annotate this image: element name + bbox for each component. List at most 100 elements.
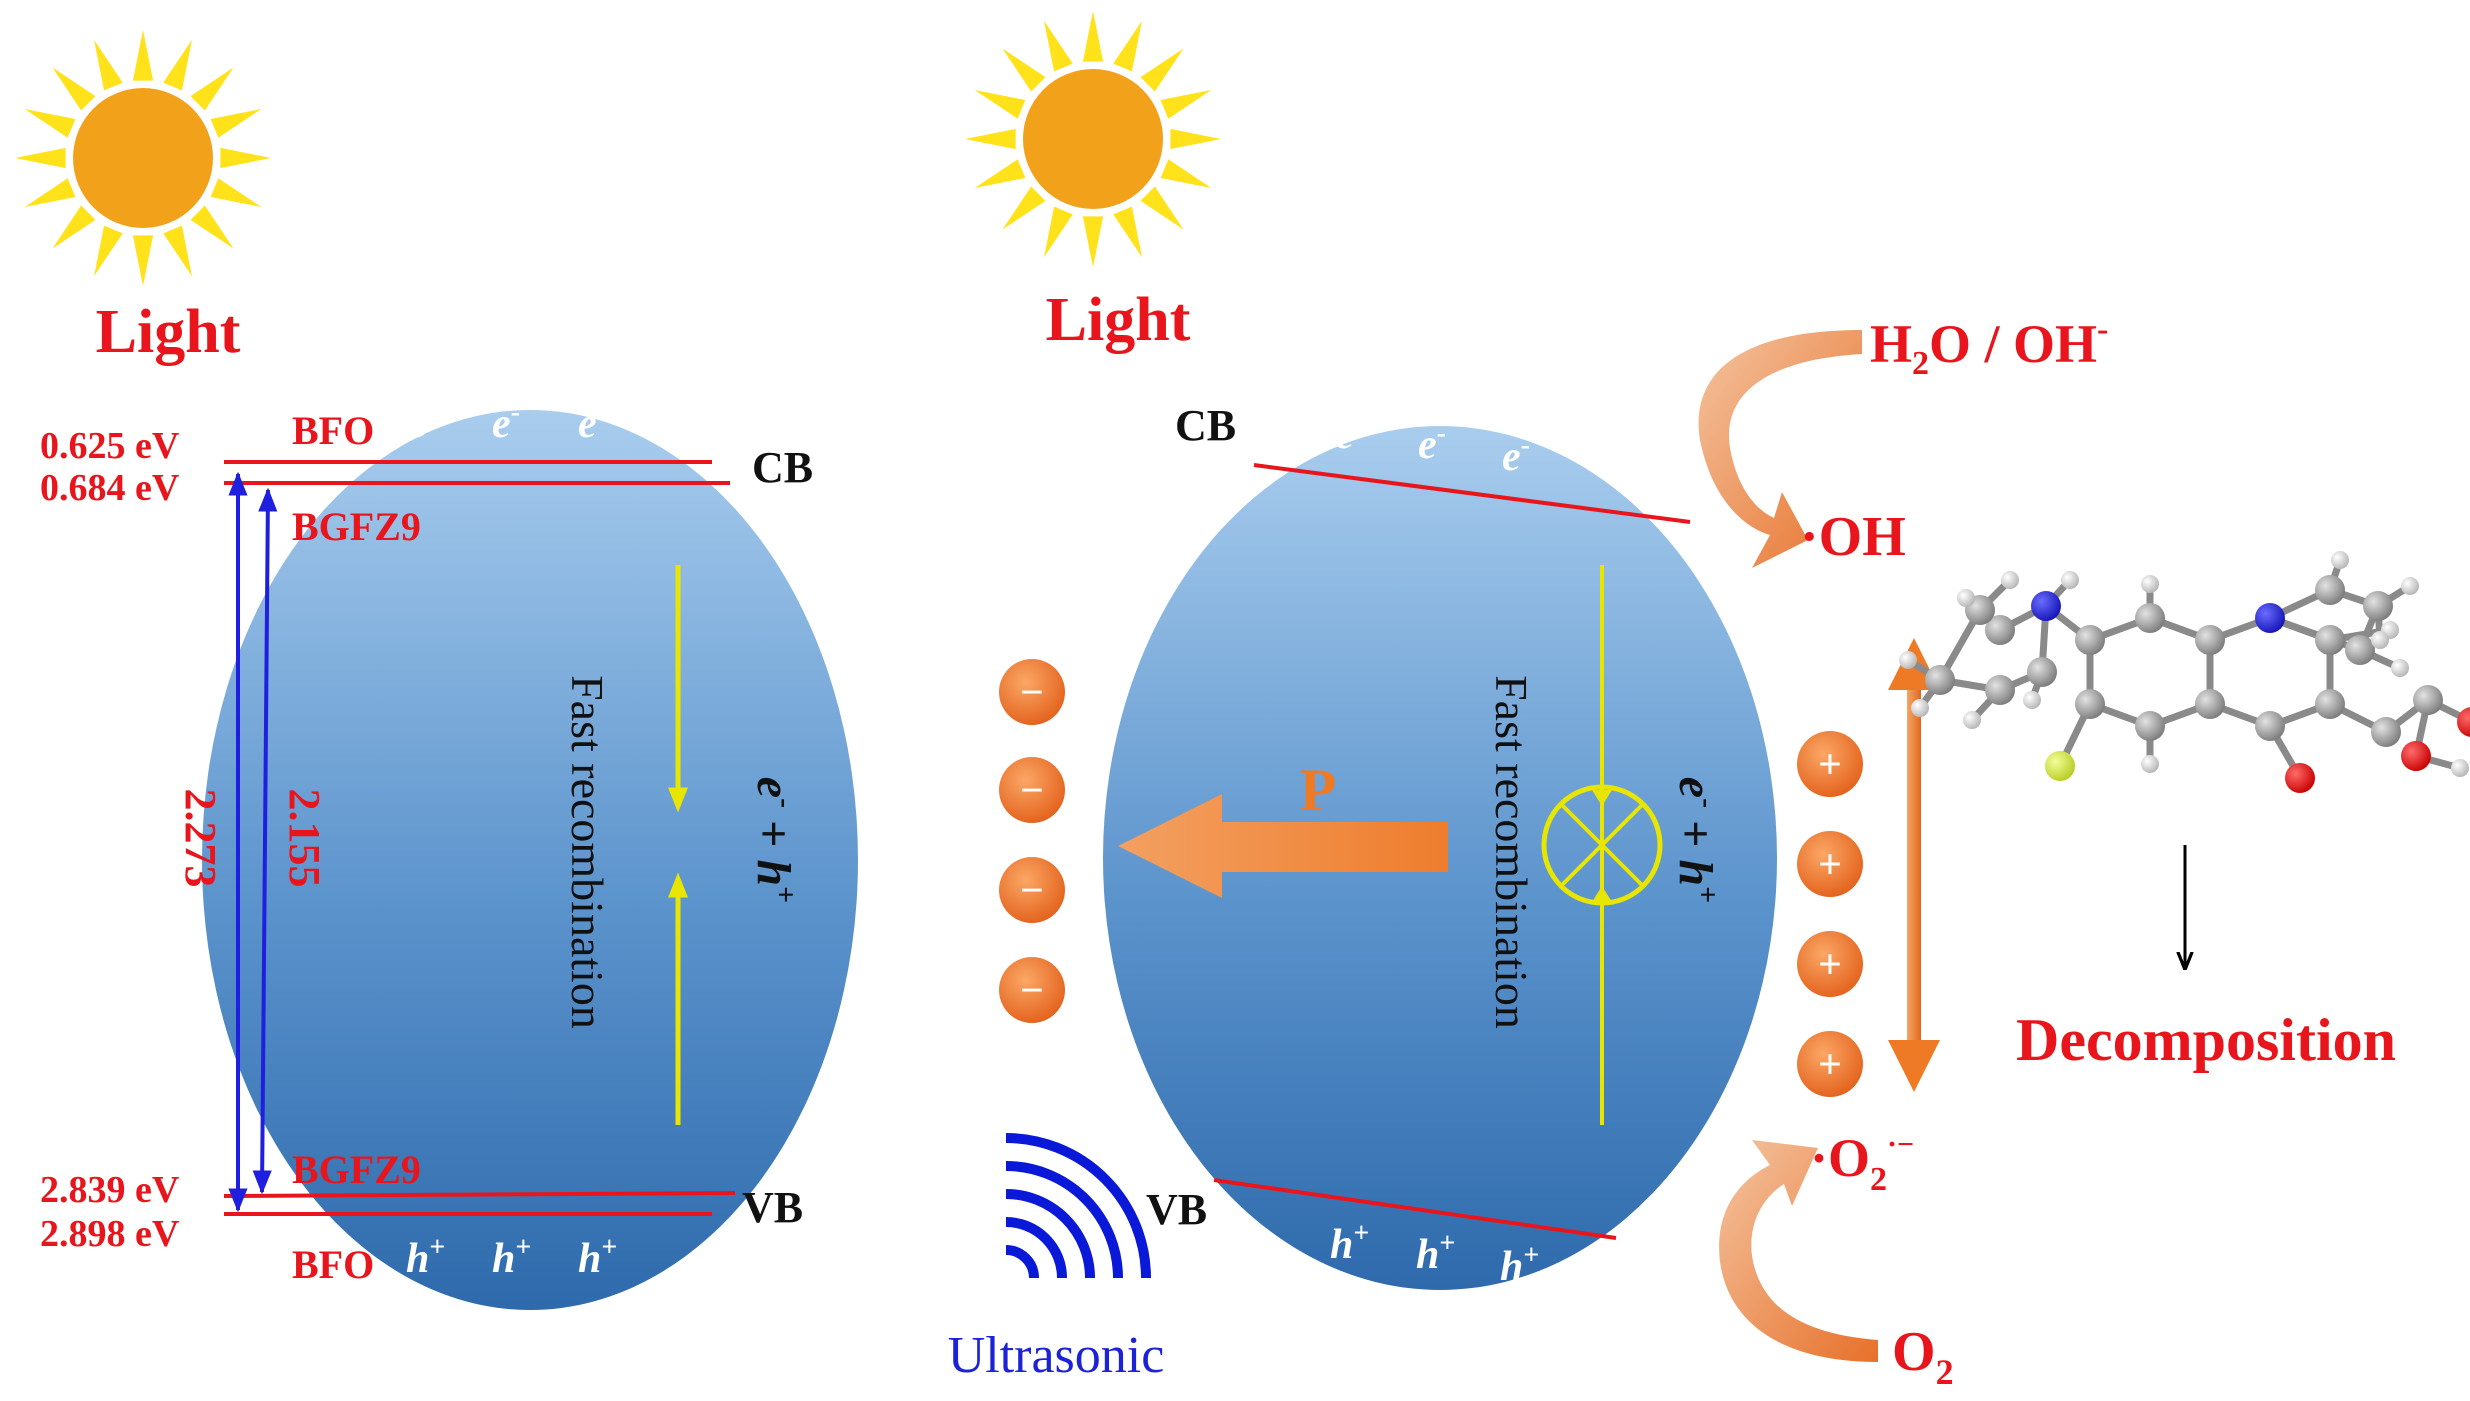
atom xyxy=(2027,657,2057,687)
sun-ray xyxy=(965,128,1016,150)
sun-ray xyxy=(1113,206,1142,258)
negative-charge-ball xyxy=(999,659,1065,725)
sun-ray xyxy=(52,205,96,249)
bgfz-top-label: BGFZ9 xyxy=(292,504,421,549)
sun-ray xyxy=(1082,216,1104,267)
atom xyxy=(2371,631,2389,649)
positive-charges: ++++ xyxy=(1797,731,1863,1097)
sun-ray xyxy=(1160,159,1212,188)
right-vb-line xyxy=(1213,1178,1617,1240)
atom xyxy=(2457,707,2470,737)
atom xyxy=(2135,603,2165,633)
right-light-label: Light xyxy=(1046,286,1191,354)
hole: h+ xyxy=(492,1232,531,1282)
positive-charge-symbol: + xyxy=(1818,842,1842,888)
bgfz-gap-value: 2.155 xyxy=(280,789,329,888)
sun-disc xyxy=(1023,69,1163,209)
left-recombination-text: Fast recombination xyxy=(562,675,613,1029)
atom xyxy=(2401,577,2419,595)
sun-ray xyxy=(24,109,76,138)
sun-ray xyxy=(974,159,1026,188)
sun-ray xyxy=(1160,90,1212,119)
electron: e- xyxy=(1335,408,1363,458)
left-sun-icon xyxy=(15,30,271,286)
right-recomb-arrowhead-up xyxy=(1592,886,1612,902)
sun-ray xyxy=(1113,20,1142,72)
left-particle-ellipse xyxy=(202,410,858,1310)
negative-charges: −−−− xyxy=(999,659,1065,1023)
atom xyxy=(2023,691,2041,709)
sun-ray xyxy=(24,178,76,207)
bgfz-gap-arrow xyxy=(252,487,278,1195)
atom xyxy=(1925,665,1955,695)
atom xyxy=(2331,551,2349,569)
atom xyxy=(2195,689,2225,719)
polarization-arrow xyxy=(1118,794,1448,898)
sun-ray xyxy=(1082,11,1104,62)
electron: e- xyxy=(1502,430,1530,480)
negative-charge-symbol: − xyxy=(1020,968,1044,1014)
sun-ray xyxy=(1002,186,1046,230)
right-sun-icon xyxy=(965,11,1221,267)
electron: e- xyxy=(408,397,436,447)
atom xyxy=(1985,675,2015,705)
atom xyxy=(2315,689,2345,719)
atom xyxy=(1911,699,1929,717)
bgfz-vb-energy: 2.839 eV xyxy=(40,1169,180,1211)
left-holes: h+h+h+ xyxy=(406,1232,617,1282)
sun-ray xyxy=(220,147,271,169)
bond xyxy=(2268,614,2362,654)
oxygen-reduction-arc xyxy=(1719,1140,1878,1362)
bfo-top-label: BFO xyxy=(292,408,374,453)
negative-charge-ball xyxy=(999,957,1065,1023)
sun-ray xyxy=(210,109,262,138)
atom xyxy=(2141,755,2159,773)
blocked-recombination-icon xyxy=(1541,784,1663,906)
atom xyxy=(2255,711,2285,741)
right-vb-label: VB xyxy=(1146,1185,1207,1234)
sun-ray xyxy=(132,30,154,81)
hole: h+ xyxy=(406,1232,445,1282)
left-pair-label: e- + h+ xyxy=(747,777,802,903)
sun-ray xyxy=(1170,128,1221,150)
sun-ray xyxy=(132,235,154,286)
atom xyxy=(2075,689,2105,719)
negative-charge-ball xyxy=(999,757,1065,823)
bfo-gap-value: 2.273 xyxy=(176,789,225,888)
atom xyxy=(2045,751,2075,781)
positive-charge-ball xyxy=(1797,731,1863,797)
negative-charge-symbol: − xyxy=(1020,868,1044,914)
negative-charge-ball xyxy=(999,857,1065,923)
atom xyxy=(2195,625,2225,655)
oxygen-label: O2 xyxy=(1892,1321,1954,1392)
atom xyxy=(1899,651,1917,669)
water-oxidation-arc xyxy=(1698,330,1862,568)
positive-charge-ball xyxy=(1797,931,1863,997)
sun-disc xyxy=(73,88,213,228)
sun-ray xyxy=(190,205,234,249)
sun-ray xyxy=(15,147,66,169)
atom xyxy=(2371,717,2401,747)
atom xyxy=(2075,625,2105,655)
sun-ray xyxy=(163,39,192,91)
superoxide-label: ·O2·− xyxy=(1810,1128,1914,1198)
atom xyxy=(2255,603,2285,633)
hydroxyl-radical-label: ·OH xyxy=(1800,506,1906,568)
positive-charge-symbol: + xyxy=(1818,1042,1842,1088)
right-recombination-text: Fast recombination xyxy=(1486,675,1537,1029)
atom xyxy=(2391,659,2409,677)
atom xyxy=(2451,759,2469,777)
left-cb-label: CB xyxy=(752,443,813,492)
atom xyxy=(2031,591,2061,621)
sun-ray xyxy=(52,67,96,111)
sun-ray xyxy=(1002,48,1046,92)
bfo-cb-energy: 0.625 eV xyxy=(40,425,180,467)
ciprofloxacin-molecule-icon xyxy=(1899,551,2470,793)
electron: e- xyxy=(492,397,520,447)
atom xyxy=(2135,711,2165,741)
atom xyxy=(2285,763,2315,793)
decomposition-label: Decomposition xyxy=(2016,1007,2396,1073)
right-holes: h+h+h+ xyxy=(1330,1218,1539,1290)
ultrasonic-icon xyxy=(1005,1133,1151,1279)
